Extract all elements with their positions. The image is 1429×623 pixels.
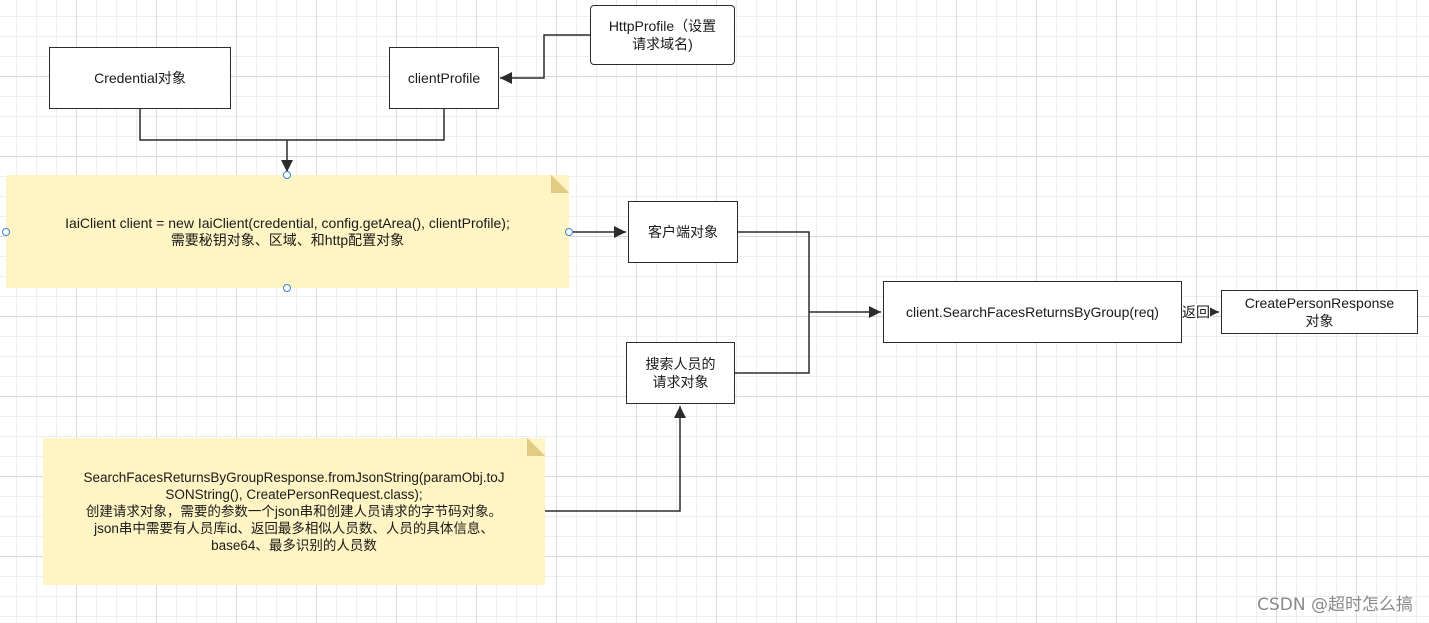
selection-handle-left[interactable] — [2, 228, 10, 236]
request-note[interactable]: SearchFacesReturnsByGroupResponse.fromJs… — [43, 438, 545, 585]
search-request-node-label: 搜索人员的 请求对象 — [645, 356, 716, 390]
client-object-node[interactable]: 客户端对象 — [628, 201, 738, 263]
edge-httpprofile-to-clientprofile — [500, 34, 591, 84]
note-fold — [527, 438, 545, 456]
watermark: CSDN @超时怎么搞 — [1257, 595, 1413, 615]
note-fold — [551, 175, 569, 193]
iai-client-note-text: IaiClient client = new IaiClient(credent… — [65, 214, 510, 248]
request-note-text: SearchFacesReturnsByGroupResponse.fromJs… — [83, 470, 505, 553]
search-call-node-label: client.SearchFacesReturnsByGroup(req) — [906, 304, 1159, 320]
credential-node[interactable]: Credential对象 — [49, 47, 231, 109]
search-request-node[interactable]: 搜索人员的 请求对象 — [626, 342, 735, 404]
return-edge-label: 返回 — [1182, 304, 1210, 320]
selection-handle-right[interactable] — [565, 228, 573, 236]
iai-client-note[interactable]: IaiClient client = new IaiClient(credent… — [6, 175, 569, 288]
edge-request-note-to-search-request — [545, 406, 686, 512]
http-profile-node[interactable]: HttpProfile（设置 请求域名) — [590, 5, 735, 65]
client-profile-node[interactable]: clientProfile — [389, 47, 499, 109]
client-profile-node-label: clientProfile — [407, 70, 481, 86]
http-profile-node-label: HttpProfile（设置 请求域名) — [608, 18, 717, 52]
selection-handle-top[interactable] — [283, 171, 291, 179]
selection-handle-bottom[interactable] — [283, 284, 291, 292]
edge-clientprofile-to-merge — [287, 108, 445, 141]
edge-search-request-to-search-call — [734, 312, 810, 374]
credential-node-label: Credential对象 — [94, 70, 186, 86]
response-node[interactable]: CreatePersonResponse 对象 — [1221, 290, 1418, 334]
response-node-label: CreatePersonResponse 对象 — [1244, 295, 1395, 329]
edge-client-object-to-search-call — [738, 231, 810, 312]
edge-credential-to-merge — [139, 108, 287, 141]
search-call-node[interactable]: client.SearchFacesReturnsByGroup(req) — [883, 281, 1182, 343]
client-object-node-label: 客户端对象 — [648, 224, 718, 240]
